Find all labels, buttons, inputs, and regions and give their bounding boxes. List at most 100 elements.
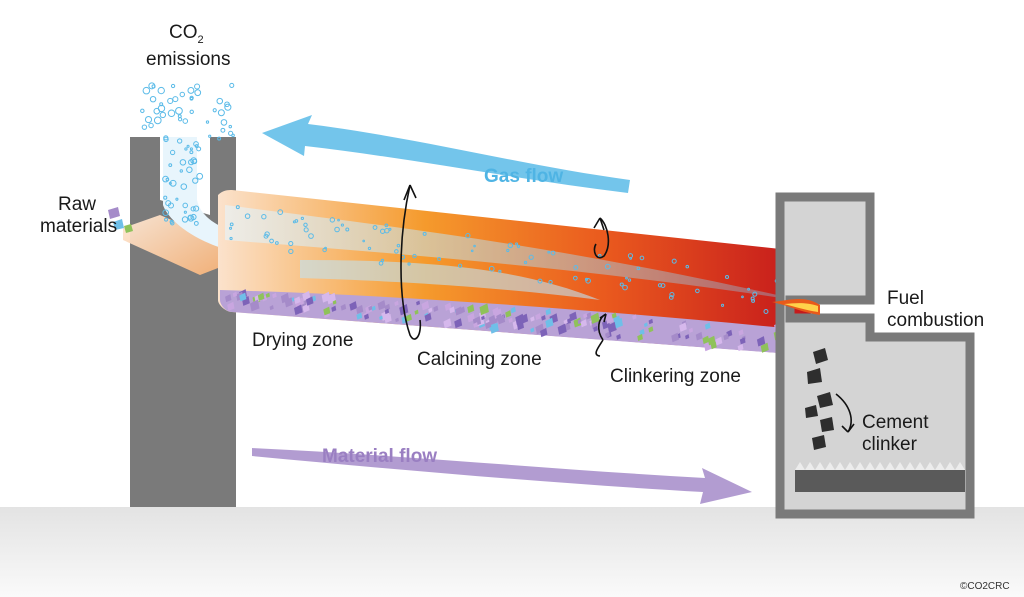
material-particle-icon — [306, 296, 314, 306]
raw-material-particles — [108, 207, 133, 233]
gas-bubble-icon — [685, 264, 690, 269]
gas-bubble-icon — [175, 106, 183, 115]
material-particle-icon — [710, 341, 717, 350]
material-flow-arrow — [252, 448, 752, 504]
gas-bubble-icon — [169, 179, 177, 187]
material-particle-icon — [467, 304, 475, 314]
gas-bubble-icon — [149, 95, 157, 103]
material-particle-icon — [611, 312, 617, 319]
gas-bubble-icon — [629, 257, 633, 260]
material-particle-icon — [688, 327, 694, 333]
rotation-arrow-icon — [593, 217, 610, 259]
gas-bubble-icon — [165, 200, 172, 207]
material-particle-icon — [414, 309, 419, 315]
material-particle-icon — [607, 321, 617, 333]
gas-bubble-icon — [192, 177, 199, 184]
gas-bubble-icon — [396, 243, 401, 248]
material-particle-icon — [704, 322, 711, 330]
gas-bubble-icon — [182, 202, 188, 209]
gas-bubble-icon — [751, 298, 756, 303]
gas-bubble-icon — [264, 231, 270, 237]
gas-bubble-icon — [168, 181, 172, 185]
gas-bubble-icon — [550, 250, 556, 256]
material-particle-icon — [384, 308, 390, 315]
material-particle-icon — [269, 305, 274, 311]
material-particle-icon — [272, 292, 277, 299]
gas-bubble-icon — [220, 127, 226, 133]
material-particle-icon — [321, 291, 331, 303]
gas-bubble-icon — [179, 169, 183, 173]
gas-bubble-icon — [159, 102, 164, 107]
gas-bubble-icon — [220, 119, 228, 126]
material-particle-icon — [416, 300, 421, 306]
gas-bubble-icon — [763, 309, 769, 314]
material-particle-icon — [545, 308, 552, 316]
gas-bubble-icon — [573, 264, 579, 270]
gas-bubble-icon — [163, 136, 169, 143]
gas-bubble-icon — [625, 276, 628, 280]
gas-bubble-icon — [235, 205, 240, 210]
material-particle-icon — [648, 318, 653, 325]
grate-teeth — [795, 462, 965, 470]
gas-bubble-icon — [193, 141, 199, 147]
gas-bubble-icon — [170, 83, 176, 89]
material-particle-icon — [541, 314, 546, 321]
material-particle-icon — [356, 304, 364, 315]
material-particle-icon — [643, 322, 648, 328]
material-particle-icon — [395, 317, 399, 323]
gas-bubble-icon — [275, 241, 279, 245]
gas-bubble-icon — [437, 257, 442, 261]
gas-bubble-icon — [340, 223, 344, 227]
gas-bubble-icon — [141, 124, 148, 130]
gas-bubble-icon — [537, 278, 543, 284]
drying-zone-label: Drying zone — [252, 330, 354, 351]
material-particle-icon — [563, 319, 568, 325]
co2-main: CO — [169, 22, 198, 43]
material-particle-icon — [455, 306, 463, 316]
gas-bubble-icon — [217, 136, 222, 141]
gas-bubble-icon — [153, 116, 162, 125]
gas-bubble-icon — [193, 220, 199, 226]
material-particle-icon — [428, 307, 433, 313]
gas-bubble-icon — [187, 214, 195, 222]
gas-bubble-icon — [169, 149, 176, 156]
gas-bubble-icon — [190, 206, 196, 212]
gas-bubble-icon — [159, 111, 167, 119]
gas-bubble-icon — [229, 236, 233, 241]
material-particle-icon — [685, 334, 690, 340]
raw-materials-label: Raw materials — [40, 194, 118, 237]
material-particle-icon — [505, 310, 512, 318]
gas-bubble-icon — [196, 172, 204, 180]
gas-bubble-icon — [228, 130, 234, 136]
gas-bubble-icon — [584, 277, 589, 281]
material-particle-icon — [323, 306, 331, 316]
gas-bubble-icon — [205, 120, 210, 124]
gas-bubble-icon — [288, 248, 294, 255]
gas-bubble-icon — [465, 233, 471, 239]
material-particle-icon — [232, 291, 238, 298]
gas-bubble-icon — [170, 220, 175, 226]
gas-bubble-icon — [224, 103, 232, 111]
ground — [0, 507, 1024, 597]
gas-bubble-icon — [140, 108, 145, 114]
calcining-zone-label: Calcining zone — [417, 349, 542, 370]
gas-bubble-icon — [585, 278, 591, 284]
material-particle-icon — [485, 321, 492, 330]
gas-bubble-icon — [142, 86, 151, 95]
gas-bubble-icon — [528, 254, 534, 260]
gas-bubble-icon — [189, 150, 194, 155]
material-particle-icon — [530, 316, 535, 322]
gas-bubble-icon — [288, 240, 294, 247]
gas-bubble-icon — [182, 118, 189, 124]
gas-bubble-icon — [196, 146, 202, 152]
material-particle-icon — [368, 305, 373, 311]
material-particle-icon — [249, 299, 260, 312]
gas-stream-upper — [225, 205, 808, 302]
gas-bubble-icon — [470, 249, 474, 253]
gas-bubble-icon — [189, 147, 193, 151]
exhaust-plume — [163, 137, 230, 250]
gas-bubble-icon — [604, 263, 611, 270]
gas-bubble-icon — [179, 91, 185, 98]
gas-bubble-icon — [372, 225, 378, 230]
